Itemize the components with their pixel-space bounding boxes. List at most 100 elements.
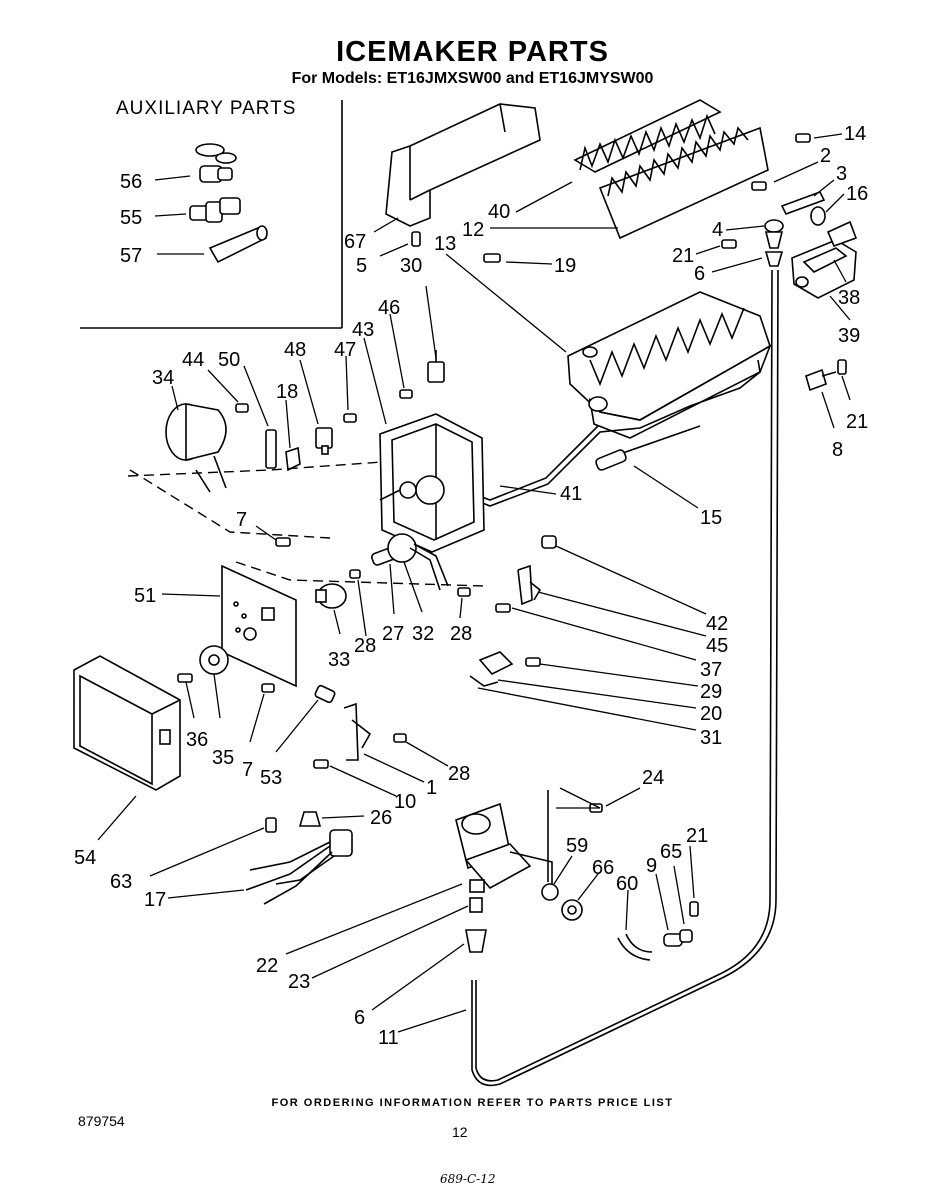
part-57-tube-icon — [208, 225, 268, 264]
ordering-note: FOR ORDERING INFORMATION REFER TO PARTS … — [271, 1097, 674, 1109]
part-label: 67 — [344, 231, 366, 253]
part-17-wire-harness-icon — [245, 829, 353, 905]
part-37-screw-icon — [495, 603, 511, 613]
part-label: 38 — [838, 287, 860, 309]
part-2-screw-icon — [751, 181, 767, 191]
part-5-screw-icon — [411, 231, 421, 247]
part-18-arm-icon — [285, 446, 301, 472]
part-label: 55 — [120, 207, 142, 229]
part-36-screw-icon — [177, 673, 193, 683]
part-label: 23 — [288, 971, 310, 993]
part-label: 11 — [378, 1027, 399, 1049]
part-label: 53 — [260, 767, 282, 789]
part-label: 30 — [400, 255, 422, 277]
part-48-switch-icon — [315, 427, 333, 455]
part-label: 5 — [356, 255, 367, 277]
part-38-fill-cup-icon — [791, 220, 858, 299]
part-label: 44 — [182, 349, 204, 371]
auxiliary-parts-title: AUXILIARY PARTS — [116, 98, 297, 119]
part-label: 28 — [450, 623, 472, 645]
leader-lines — [97, 133, 851, 1033]
assembly-line — [235, 561, 485, 587]
part-46-screw-icon — [399, 389, 413, 399]
part-label: 51 — [134, 585, 156, 607]
part-label: 18 — [276, 381, 298, 403]
part-label: 41 — [560, 483, 582, 505]
part-label: 2 — [820, 145, 831, 167]
part-label: 21 — [846, 411, 868, 433]
part-60-hose-icon — [617, 933, 653, 961]
part-32-cam-icon — [387, 533, 449, 591]
part-label: 7 — [242, 759, 253, 781]
part-16-washer-icon — [810, 206, 826, 226]
part-11-fill-tube-icon — [475, 269, 773, 1082]
part-47-screw-icon — [343, 413, 357, 423]
part-label: 20 — [700, 703, 722, 725]
part-6-grommet-icon — [465, 929, 487, 953]
part-29-screw-icon — [525, 657, 541, 667]
part-label: 36 — [186, 729, 208, 751]
part-label: 6 — [354, 1007, 365, 1029]
part-labels: 56 55 57 67 5 30 13 12 40 19 14 2 3 16 4… — [74, 123, 868, 1049]
part-15-thermostat-icon — [595, 425, 701, 471]
part-51-mounting-plate-icon — [221, 564, 297, 688]
part-1-arm-icon — [343, 702, 372, 761]
part-7-screw-icon — [275, 537, 291, 547]
part-42-clip-icon — [541, 535, 557, 549]
part-65-clamp-icon — [679, 929, 693, 943]
part-label: 4 — [712, 219, 723, 241]
part-label: 27 — [382, 623, 404, 645]
part-28-screw-icon — [457, 587, 471, 597]
part-66-nut-icon — [561, 899, 583, 921]
part-59-nut-icon — [541, 883, 559, 901]
assembly-line — [127, 461, 383, 477]
part-label: 48 — [284, 339, 306, 361]
part-33-knob-icon — [315, 583, 347, 609]
part-6-grommet-icon — [764, 251, 784, 267]
page-title: ICEMAKER PARTS — [336, 36, 609, 68]
part-label: 6 — [694, 263, 705, 285]
part-21-screw-icon — [721, 239, 737, 249]
part-label: 21 — [686, 825, 708, 847]
part-21-screw-icon — [689, 901, 699, 917]
part-28-screw-icon — [393, 733, 407, 743]
assembly-line — [129, 469, 331, 539]
part-23-fitting-icon — [469, 897, 483, 913]
part-label: 66 — [592, 857, 614, 879]
part-label: 1 — [426, 777, 437, 799]
part-label: 28 — [448, 763, 470, 785]
part-label: 26 — [370, 807, 392, 829]
part-19-screw-icon — [483, 253, 501, 263]
part-water-valve-icon — [455, 790, 553, 893]
part-label: 32 — [412, 623, 434, 645]
part-label: 22 — [256, 955, 278, 977]
part-label: 56 — [120, 171, 142, 193]
part-34-motor-icon — [165, 403, 227, 493]
part-label: 45 — [706, 635, 728, 657]
part-label: 40 — [488, 201, 510, 223]
part-53-spring-icon — [314, 684, 336, 704]
part-label: 29 — [700, 681, 722, 703]
part-67-bracket-icon — [385, 103, 541, 227]
part-label: 13 — [434, 233, 456, 255]
part-7-screw-icon — [261, 683, 275, 693]
part-label: 19 — [554, 255, 576, 277]
part-label: 46 — [378, 297, 400, 319]
part-label: 60 — [616, 873, 638, 895]
part-13-mold-icon — [567, 291, 772, 439]
part-label: 17 — [144, 889, 166, 911]
part-45-bracket-icon — [517, 564, 542, 606]
part-label: 16 — [846, 183, 868, 205]
part-label: 37 — [700, 659, 722, 681]
part-label: 21 — [672, 245, 694, 267]
part-label: 57 — [120, 245, 142, 267]
part-label: 50 — [218, 349, 240, 371]
part-12-shield-icon — [598, 126, 769, 240]
part-40-ejector-icon — [573, 99, 722, 173]
part-label: 7 — [236, 509, 247, 531]
handwritten-note: 689-C-12 — [440, 1172, 496, 1186]
part-label: 42 — [706, 613, 728, 635]
part-label: 3 — [836, 163, 847, 185]
part-14-screw-icon — [795, 133, 811, 143]
